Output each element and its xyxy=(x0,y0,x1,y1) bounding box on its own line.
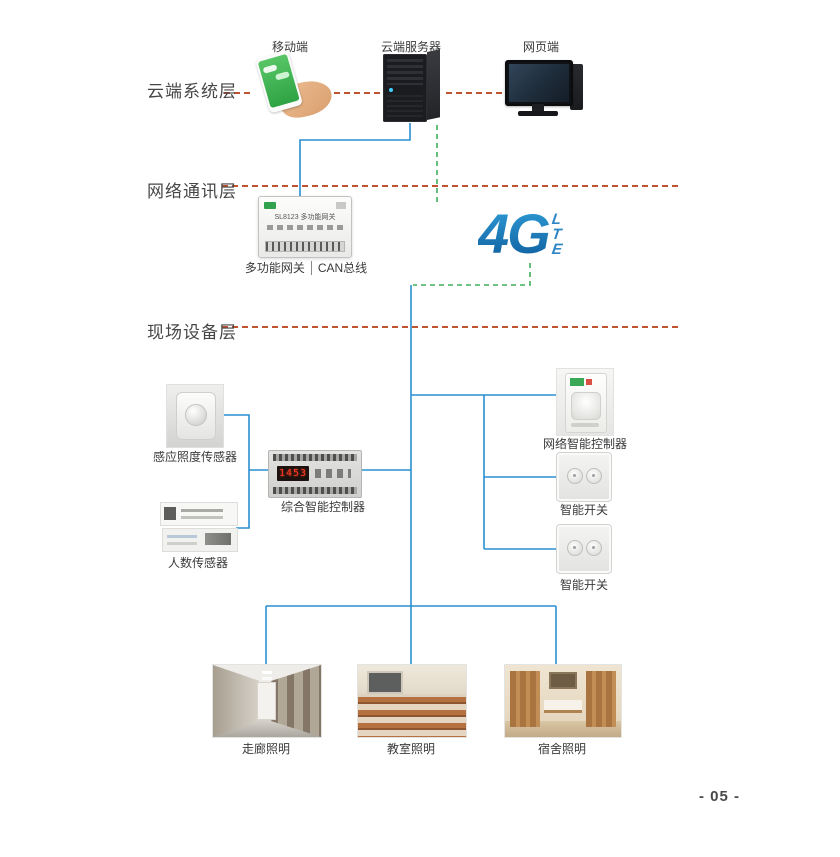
gateway-logo-chip xyxy=(264,202,276,209)
corridor-ceiling-light xyxy=(261,670,273,674)
web-monitor-image xyxy=(503,60,583,118)
caption-divider xyxy=(310,260,312,275)
server-led xyxy=(389,88,393,92)
monitor-neck xyxy=(532,104,544,111)
lte-letter-t: T xyxy=(550,225,563,243)
people-sensor-label: 人数传感器 xyxy=(167,556,228,570)
smart-switch-1-label: 智能开关 xyxy=(559,503,608,517)
network-controller-label: 网络智能控制器 xyxy=(542,437,627,451)
gateway-model-text: SL8123 多功能网关 xyxy=(274,214,336,221)
lux-sensor-dome xyxy=(185,404,207,426)
cloud-layer-label: 云端系统层 xyxy=(147,82,237,101)
corridor-end-wall xyxy=(257,682,276,720)
lte-text: L T E xyxy=(550,210,563,258)
network-layer-label: 网络通讯层 xyxy=(147,182,237,201)
dorm-window xyxy=(549,672,577,690)
classroom-seat-rows xyxy=(358,696,466,737)
classroom-photo xyxy=(357,664,467,738)
lux-sensor-image xyxy=(166,384,224,448)
network-controller-image xyxy=(556,368,614,436)
field-layer-label: 现场设备层 xyxy=(147,323,237,342)
lux-sensor-body xyxy=(176,392,216,440)
lux-sensor-label: 感应照度传感器 xyxy=(152,450,237,464)
controller-terminals-bottom xyxy=(273,487,357,494)
controller-buttons xyxy=(315,469,351,478)
corridor-photo xyxy=(212,664,322,738)
can-bus-label: CAN总线 xyxy=(317,261,368,275)
mobile-phone-image xyxy=(248,50,335,122)
4g-text: 4G xyxy=(478,202,551,265)
corridor-label: 走廊照明 xyxy=(241,742,290,756)
smart-switch-2-image xyxy=(556,524,612,574)
cloud-server-image xyxy=(383,49,441,124)
dorm-label: 宿舍照明 xyxy=(537,742,586,756)
gateway-caption: 多功能网关 CAN总线 xyxy=(240,259,372,276)
smart-switch-1-image xyxy=(556,452,612,502)
dorm-bunk-left xyxy=(509,670,540,727)
people-sensor-image xyxy=(160,502,240,552)
phone-screen xyxy=(257,53,300,109)
people-sensor-photo-2 xyxy=(162,528,238,552)
lte-letter-l: L xyxy=(550,210,563,228)
controller-terminals-top xyxy=(273,454,357,461)
gateway-text-row xyxy=(267,225,343,230)
phone-body xyxy=(254,50,304,114)
smart-switch-2-label: 智能开关 xyxy=(559,578,608,592)
controller-image: 1453 xyxy=(268,450,362,498)
monitor-base xyxy=(518,111,558,116)
controller-display: 1453 xyxy=(277,466,309,481)
dorm-photo xyxy=(504,664,622,738)
server-label: 云端服务器 xyxy=(380,40,441,54)
web-label: 网页端 xyxy=(522,40,559,54)
monitor-screen xyxy=(505,60,573,106)
gateway-port-block xyxy=(336,202,346,209)
controller-label: 综合智能控制器 xyxy=(280,500,365,514)
classroom-label: 教室照明 xyxy=(386,742,435,756)
page-number: - 05 - xyxy=(698,788,740,805)
gateway-terminal-strip xyxy=(265,241,345,252)
switch-knob xyxy=(586,540,602,556)
lte-4g-graphic: 4G L T E xyxy=(478,202,608,266)
mobile-label: 移动端 xyxy=(271,40,308,54)
switch-knob xyxy=(586,468,602,484)
network-controller-sticker xyxy=(570,378,592,386)
network-controller-sensor-window xyxy=(571,392,601,420)
network-controller-slot xyxy=(571,423,599,427)
switch-knob xyxy=(567,540,583,556)
server-side-panel xyxy=(427,49,440,120)
switch-knob xyxy=(567,468,583,484)
dorm-bunk-right xyxy=(586,670,617,727)
gateway-label: 多功能网关 xyxy=(244,261,305,275)
people-sensor-photo-1 xyxy=(160,502,238,526)
lte-letter-e: E xyxy=(550,240,563,258)
classroom-screen xyxy=(366,670,404,695)
server-front-panel xyxy=(383,54,427,122)
gateway-image: SL8123 多功能网关 xyxy=(258,196,352,258)
dorm-bed xyxy=(544,699,582,714)
pc-tower xyxy=(570,64,583,110)
network-controller-body xyxy=(565,373,607,433)
